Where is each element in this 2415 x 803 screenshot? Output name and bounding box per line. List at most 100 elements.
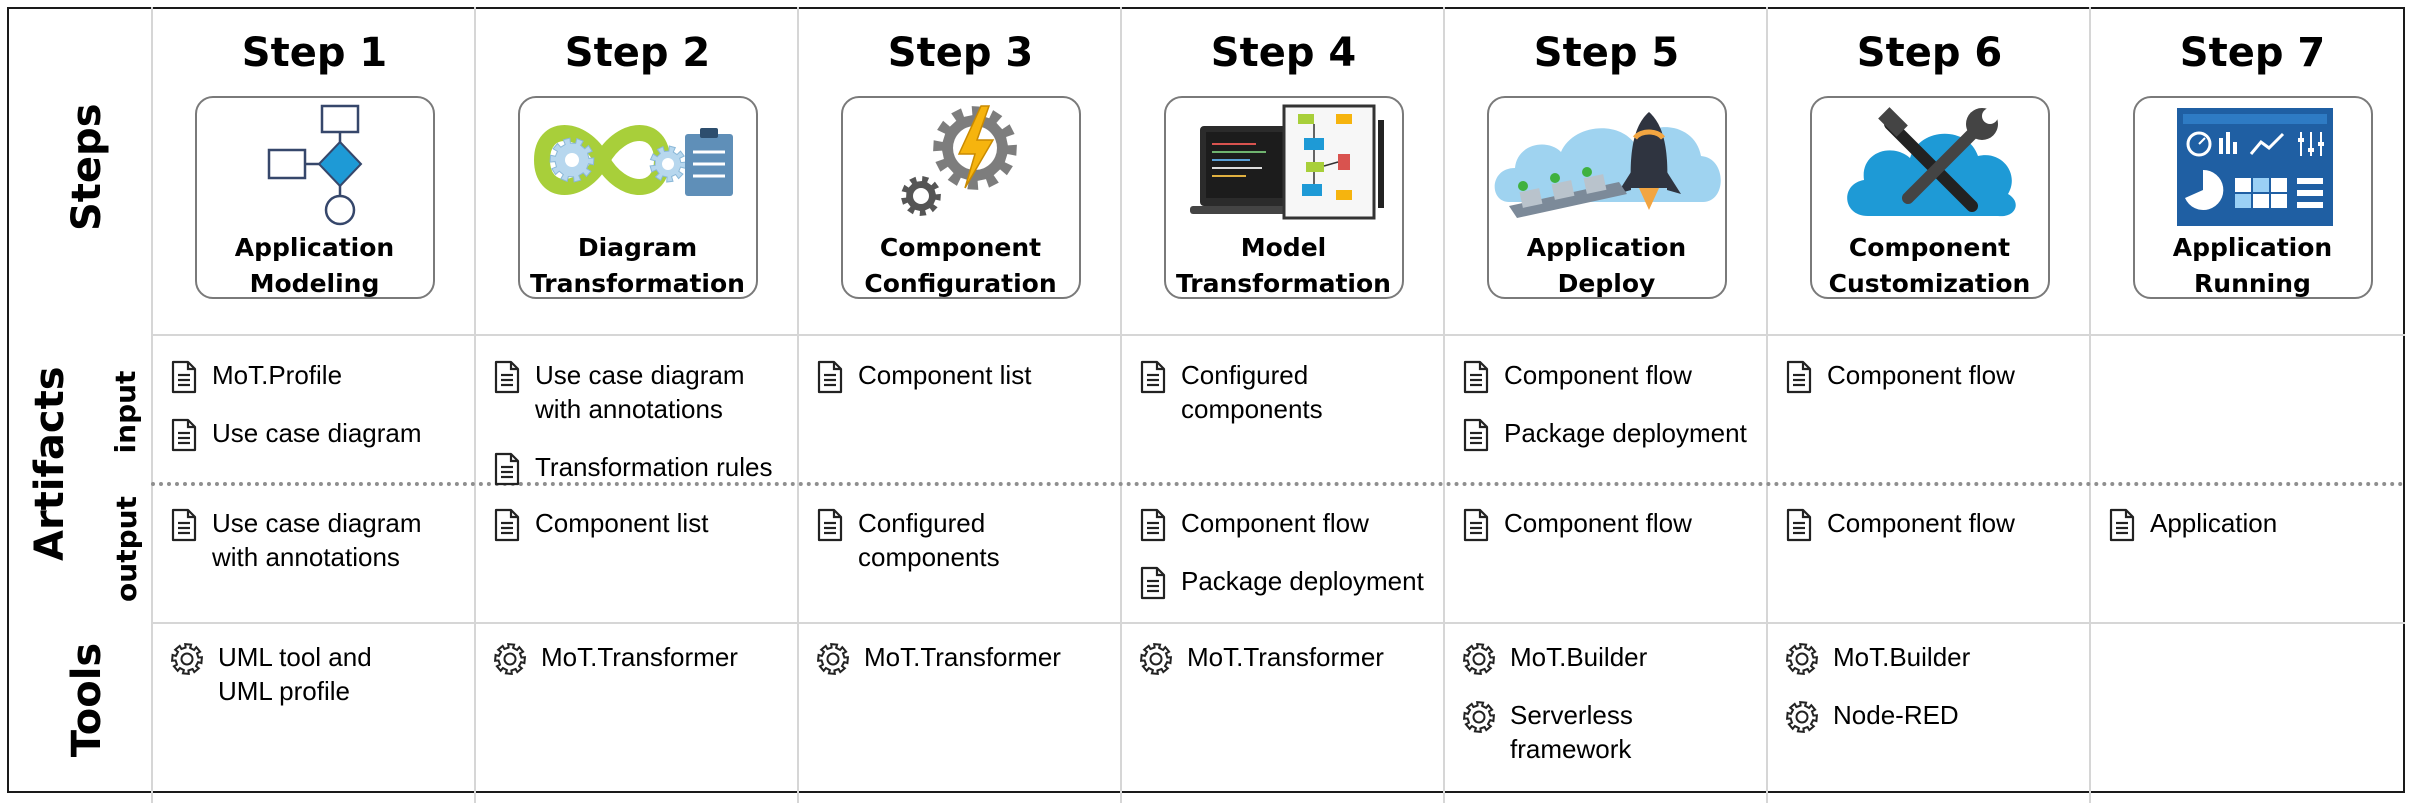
input-artifact-label: Component list	[858, 360, 1032, 390]
output-artifact-label: Component flow	[1504, 508, 1692, 538]
input-artifact: Transformation rules	[493, 450, 772, 494]
diagram-frame	[7, 7, 2405, 793]
step-card: Model Transformation	[1163, 96, 1404, 299]
document-icon	[493, 360, 521, 402]
document-icon	[2108, 508, 2136, 550]
document-icon	[170, 508, 198, 550]
step-title: Step 3	[887, 30, 1034, 76]
row-label-tools: Tools	[64, 642, 110, 758]
step-card-label: Application Running	[2172, 233, 2333, 298]
step-title: Step 6	[1856, 30, 2003, 76]
tool-item-label: MoT.Transformer	[541, 642, 738, 672]
output-artifact-label: Component flow	[1827, 508, 2015, 538]
document-icon	[170, 418, 198, 460]
tool-item: Node-RED	[1785, 698, 1959, 742]
document-icon	[1139, 566, 1167, 608]
tool-item: MoT.Transformer	[493, 640, 738, 684]
step-card-label: Diagram Transformation	[530, 233, 745, 298]
output-artifact-label: Use case diagram with annotations	[212, 508, 422, 572]
input-artifact-label: Package deployment	[1504, 418, 1747, 448]
tool-item: MoT.Builder	[1785, 640, 1970, 684]
step-card-label: Component Customization	[1828, 233, 2031, 298]
input-artifact: Component flow	[1785, 358, 2015, 402]
step-card-label: Application Deploy	[1526, 233, 1687, 298]
tool-item: MoT.Transformer	[1139, 640, 1384, 684]
step-card: Diagram Transformation	[517, 96, 758, 299]
input-artifact-label: MoT.Profile	[212, 360, 343, 390]
row-label-input: input	[109, 370, 142, 454]
document-icon	[493, 508, 521, 550]
step-title: Step 4	[1210, 30, 1357, 76]
gear-icon	[170, 642, 204, 684]
document-icon	[170, 360, 198, 402]
step-title: Step 2	[564, 30, 711, 76]
tool-item-label: Serverless framework	[1510, 700, 1633, 764]
document-icon	[1785, 360, 1813, 402]
gear-icon	[1139, 642, 1173, 684]
tool-item-label: UML tool and UML profile	[218, 642, 372, 706]
step-card-label: Model Transformation	[1176, 233, 1391, 298]
column-divider	[797, 7, 799, 803]
column-divider	[474, 7, 476, 803]
gear-icon	[1785, 642, 1819, 684]
output-artifact-label: Package deployment	[1181, 566, 1424, 596]
input-artifact-label: Component flow	[1827, 360, 2015, 390]
output-artifact: Component flow	[1139, 506, 1369, 550]
output-artifact: Component list	[493, 506, 708, 550]
column-divider	[2089, 7, 2091, 803]
step-card: Application Running	[2132, 96, 2373, 299]
document-icon	[1462, 508, 1490, 550]
column-divider	[1443, 7, 1445, 803]
tool-item-label: MoT.Transformer	[864, 642, 1061, 672]
document-icon	[1785, 508, 1813, 550]
step-title: Step 7	[2179, 30, 2326, 76]
step-card: Component Configuration	[840, 96, 1081, 299]
document-icon	[1139, 360, 1167, 402]
input-artifact-label: Configured components	[1181, 360, 1323, 424]
input-artifact: Package deployment	[1462, 416, 1747, 460]
output-artifact: Configured components	[816, 506, 1000, 574]
gear-icon	[1462, 642, 1496, 684]
tool-item-label: MoT.Builder	[1833, 642, 1971, 672]
input-artifact-label: Transformation rules	[535, 452, 773, 482]
input-artifact: Component flow	[1462, 358, 1692, 402]
input-artifact: MoT.Profile	[170, 358, 342, 402]
output-artifact: Application	[2108, 506, 2277, 550]
output-artifact-label: Component list	[535, 508, 709, 538]
input-artifact-label: Use case diagram	[212, 418, 422, 448]
step-title: Step 5	[1533, 30, 1680, 76]
output-artifact: Component flow	[1785, 506, 2015, 550]
column-divider	[1766, 7, 1768, 803]
tool-item: MoT.Transformer	[816, 640, 1061, 684]
row-label-steps: Steps	[64, 103, 110, 232]
step-card: Application Modeling	[194, 96, 435, 299]
input-artifact-label: Component flow	[1504, 360, 1692, 390]
tool-item-label: Node-RED	[1833, 700, 1959, 730]
input-output-divider	[151, 482, 2405, 486]
output-artifact-label: Component flow	[1181, 508, 1369, 538]
tool-item: UML tool and UML profile	[170, 640, 372, 708]
document-icon	[493, 452, 521, 494]
tool-item: Serverless framework	[1462, 698, 1633, 766]
step-card-label: Application Modeling	[234, 233, 395, 298]
input-artifact: Use case diagram with annotations	[493, 358, 745, 426]
document-icon	[816, 508, 844, 550]
gear-icon	[493, 642, 527, 684]
input-artifact-label: Use case diagram with annotations	[535, 360, 745, 424]
output-artifact-label: Configured components	[858, 508, 1000, 572]
row-divider	[151, 622, 2405, 624]
column-divider	[151, 7, 153, 803]
row-divider	[151, 334, 2405, 336]
step-title: Step 1	[241, 30, 388, 76]
output-artifact: Package deployment	[1139, 564, 1424, 608]
document-icon	[1462, 418, 1490, 460]
input-artifact: Component list	[816, 358, 1031, 402]
row-label-output: output	[110, 496, 143, 602]
document-icon	[1139, 508, 1167, 550]
tool-item-label: MoT.Transformer	[1187, 642, 1384, 672]
step-card: Component Customization	[1809, 96, 2050, 299]
column-divider	[1120, 7, 1122, 803]
document-icon	[816, 360, 844, 402]
output-artifact: Component flow	[1462, 506, 1692, 550]
document-icon	[1462, 360, 1490, 402]
